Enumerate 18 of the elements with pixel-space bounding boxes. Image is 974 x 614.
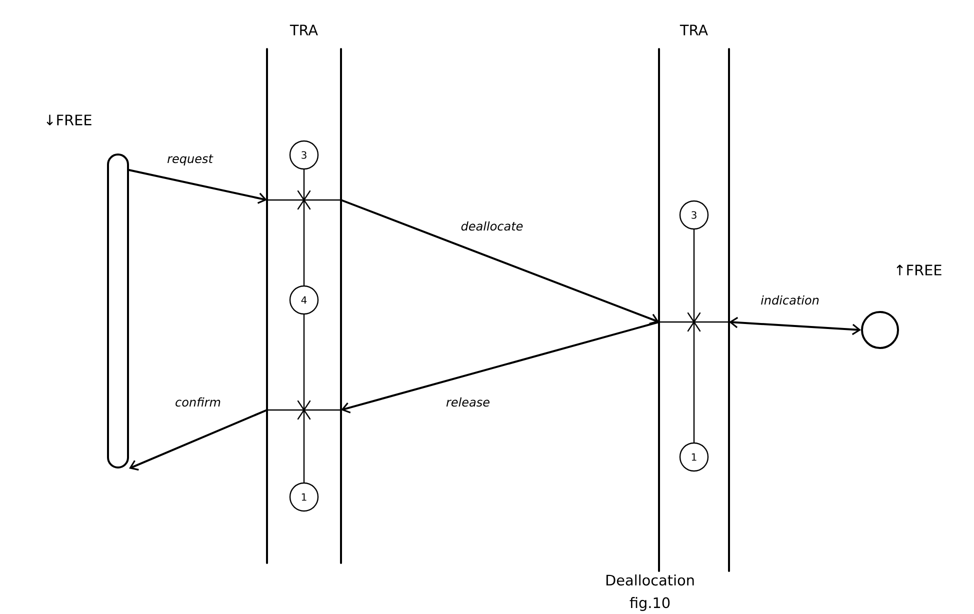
edge-label: release [445, 396, 492, 408]
arrow [128, 169, 267, 204]
caption: Deallocation [606, 574, 694, 586]
arrow [129, 409, 268, 471]
arrow [340, 199, 659, 324]
edge-label: deallocate [460, 220, 524, 232]
edge-label: confirm [174, 396, 222, 408]
node-label: ↑FREE [896, 264, 942, 276]
free-state-pill: ↓FREE [46, 114, 129, 468]
edge-label: request [166, 154, 214, 166]
arrow [341, 321, 660, 414]
figure-number: fig.10 [630, 597, 670, 611]
state-line [303, 314, 305, 484]
arrow [729, 316, 861, 336]
edge-label: indication [760, 294, 820, 306]
state-line [693, 229, 695, 444]
state-line [303, 169, 305, 286]
node-label: ↓FREE [46, 114, 92, 126]
